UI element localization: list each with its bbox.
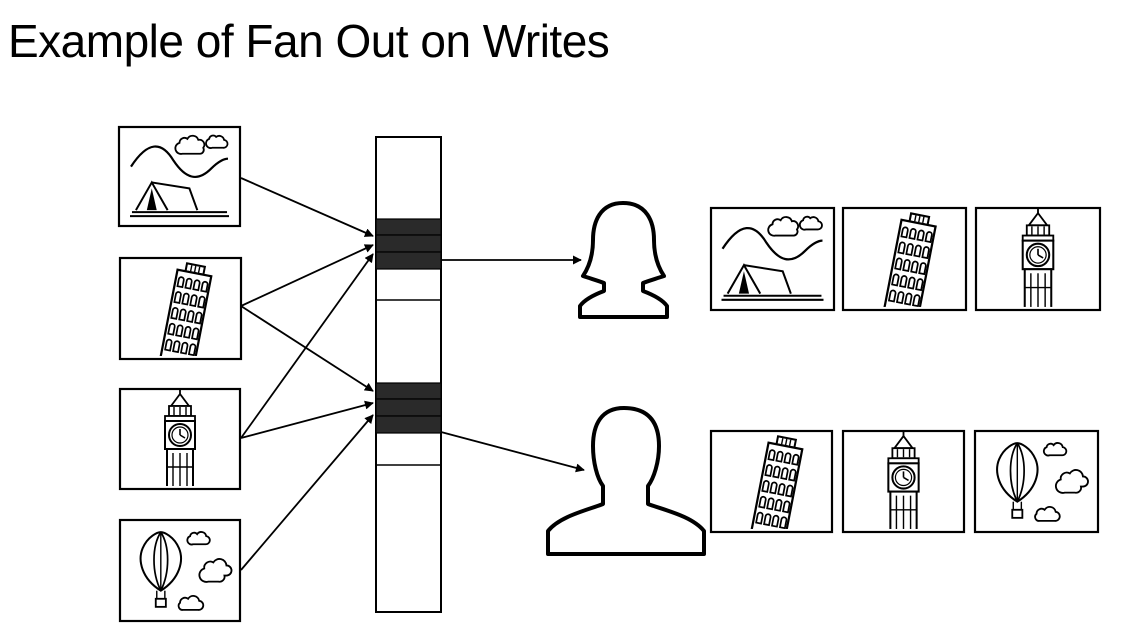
filled-slot [375,218,442,236]
filled-slots-group-1 [375,218,442,270]
source-photo-tent [117,125,242,228]
feed-photo-bigben [974,206,1102,312]
woman-silhouette-icon [578,201,669,319]
feed-photo-pisa [841,206,968,312]
filled-slot [375,415,442,434]
arrow-to-man [440,431,585,473]
arrow-pisa-to-slot-1 [240,244,374,307]
filled-slot [375,382,442,400]
filled-slot [375,234,442,253]
man-silhouette-icon [546,406,706,556]
filled-slot [375,251,442,270]
fan-out-arrows [240,177,374,571]
feed-timeline-column [375,136,442,613]
source-photo-balloon [118,518,242,623]
feed-photo-tent [709,206,836,312]
source-photo-bigben [118,387,242,491]
user-feed-woman [709,206,1102,312]
arrow-bigben-to-slot-2 [240,400,374,439]
feed-photo-bigben [841,429,966,534]
arrow-tent-to-slot [240,177,374,237]
filled-slot [375,398,442,417]
page-title: Example of Fan Out on Writes [8,15,610,67]
filled-slots-group-2 [375,382,442,434]
source-photo-pisa [118,256,243,361]
user-feed-man [709,429,1100,534]
arrow-balloon-to-slot [240,414,374,571]
arrow-bigben-to-slot-1 [240,253,374,439]
feed-photo-pisa [709,429,834,534]
arrow-pisa-to-slot-2 [240,305,374,392]
feed-photo-balloon [973,429,1100,534]
